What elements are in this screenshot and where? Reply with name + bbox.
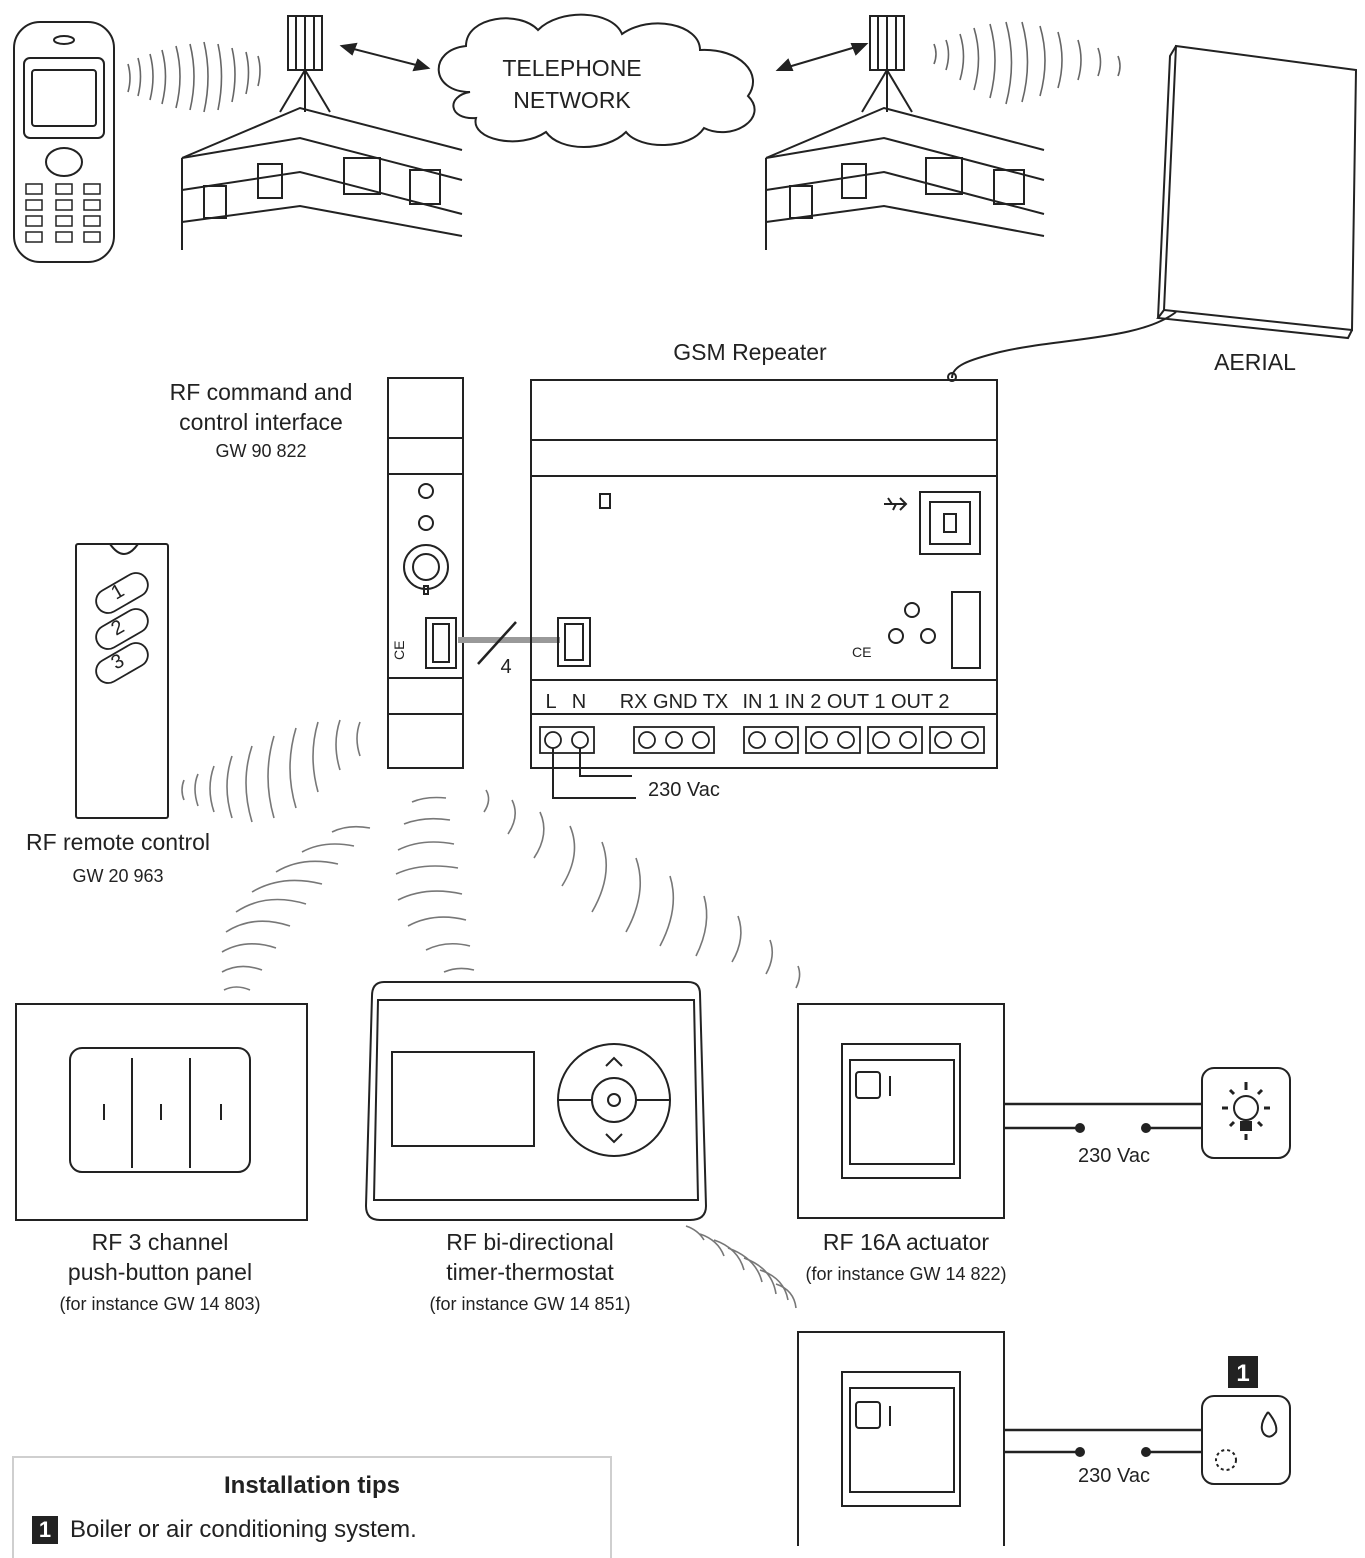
- power-supply-lines: [552, 748, 636, 799]
- bus-cable: [458, 621, 560, 665]
- installation-tip-item: 1 Boiler or air conditioning system.: [32, 1516, 417, 1544]
- radio-waves: [127, 41, 261, 113]
- gsm-repeater-label: GSM Repeater: [673, 339, 827, 365]
- remote-button-2: 2: [108, 616, 129, 641]
- thermostat-code: (for instance GW 14 851): [429, 1294, 630, 1314]
- terminal-label-n: N: [572, 691, 586, 713]
- terminal-label-l: L: [545, 691, 556, 713]
- installation-tips-title: Installation tips: [223, 1472, 400, 1499]
- push-panel-label-1: RF 3 channel: [92, 1229, 229, 1255]
- aerial-panel: [1156, 44, 1358, 340]
- thermostat-label-2: timer-thermostat: [446, 1259, 614, 1285]
- rf-actuator-2: [797, 1331, 1202, 1546]
- terminal-label-serial: RX GND TX: [620, 691, 729, 713]
- rf-interface-label-2: control interface: [179, 409, 343, 435]
- link-arrow-right: [775, 43, 869, 71]
- rf-interface-code: GW 90 822: [215, 441, 306, 461]
- sim-icon: [599, 493, 611, 509]
- remote-button-3: 3: [108, 650, 129, 675]
- radio-waves: [933, 21, 1121, 105]
- radio-waves: [181, 719, 801, 1309]
- gsm-repeater: [530, 379, 998, 769]
- svg-text:CE: CE: [391, 641, 407, 660]
- svg-text:CE: CE: [852, 644, 871, 660]
- rf-timer-thermostat: [364, 981, 708, 1221]
- light-bulb-icon: [1201, 1067, 1291, 1159]
- telephone-network-label-1: TELEPHONE: [502, 55, 641, 81]
- usb-port: [919, 491, 981, 555]
- boiler-ac-icon: [1201, 1395, 1291, 1485]
- thermostat-label-1: RF bi-directional: [446, 1229, 613, 1255]
- bus-count-label: 4: [500, 656, 511, 678]
- rf-push-button-panel: [15, 1003, 308, 1221]
- cell-tower-building-left: [181, 15, 463, 250]
- telephone-network-cloud: [437, 13, 756, 148]
- tip-text: Boiler or air conditioning system.: [70, 1516, 417, 1543]
- boiler-badge: [1228, 1356, 1258, 1388]
- mobile-phone-icon: [13, 21, 115, 263]
- rf-remote-control: [75, 543, 169, 819]
- usb-icon: [884, 497, 908, 511]
- supply-label-repeater: 230 Vac: [648, 779, 720, 801]
- cell-tower-building-right: [765, 15, 1045, 250]
- installation-tips-box: Installation tips 1 Boiler or air condit…: [12, 1456, 612, 1558]
- rf-remote-code: GW 20 963: [72, 866, 163, 886]
- actuator-label: RF 16A actuator: [823, 1229, 990, 1255]
- boiler-badge-number: 1: [1236, 1360, 1249, 1387]
- actuator-code: (for instance GW 14 822): [805, 1264, 1006, 1284]
- rf-command-interface: [387, 377, 464, 769]
- remote-button-1: 1: [108, 580, 129, 605]
- push-panel-code: (for instance GW 14 803): [59, 1294, 260, 1314]
- tip-badge: 1: [32, 1516, 58, 1544]
- terminal-label-io: IN 1 IN 2 OUT 1 OUT 2: [742, 691, 949, 713]
- rf-interface-label-1: RF command and: [170, 379, 353, 405]
- link-arrow-left: [339, 42, 431, 72]
- supply-label-actuator-1: 230 Vac: [1078, 1145, 1150, 1167]
- telephone-network-label-2: NETWORK: [513, 87, 631, 113]
- aerial-label: AERIAL: [1214, 349, 1296, 375]
- rf-actuator-1: [797, 1003, 1202, 1219]
- push-panel-label-2: push-button panel: [68, 1259, 252, 1285]
- rf-remote-label: RF remote control: [26, 829, 210, 855]
- terminal-blocks: [539, 726, 985, 754]
- aerial-cable: [951, 311, 1177, 379]
- supply-label-actuator-2: 230 Vac: [1078, 1465, 1150, 1487]
- antenna-connector-strip: [951, 591, 981, 669]
